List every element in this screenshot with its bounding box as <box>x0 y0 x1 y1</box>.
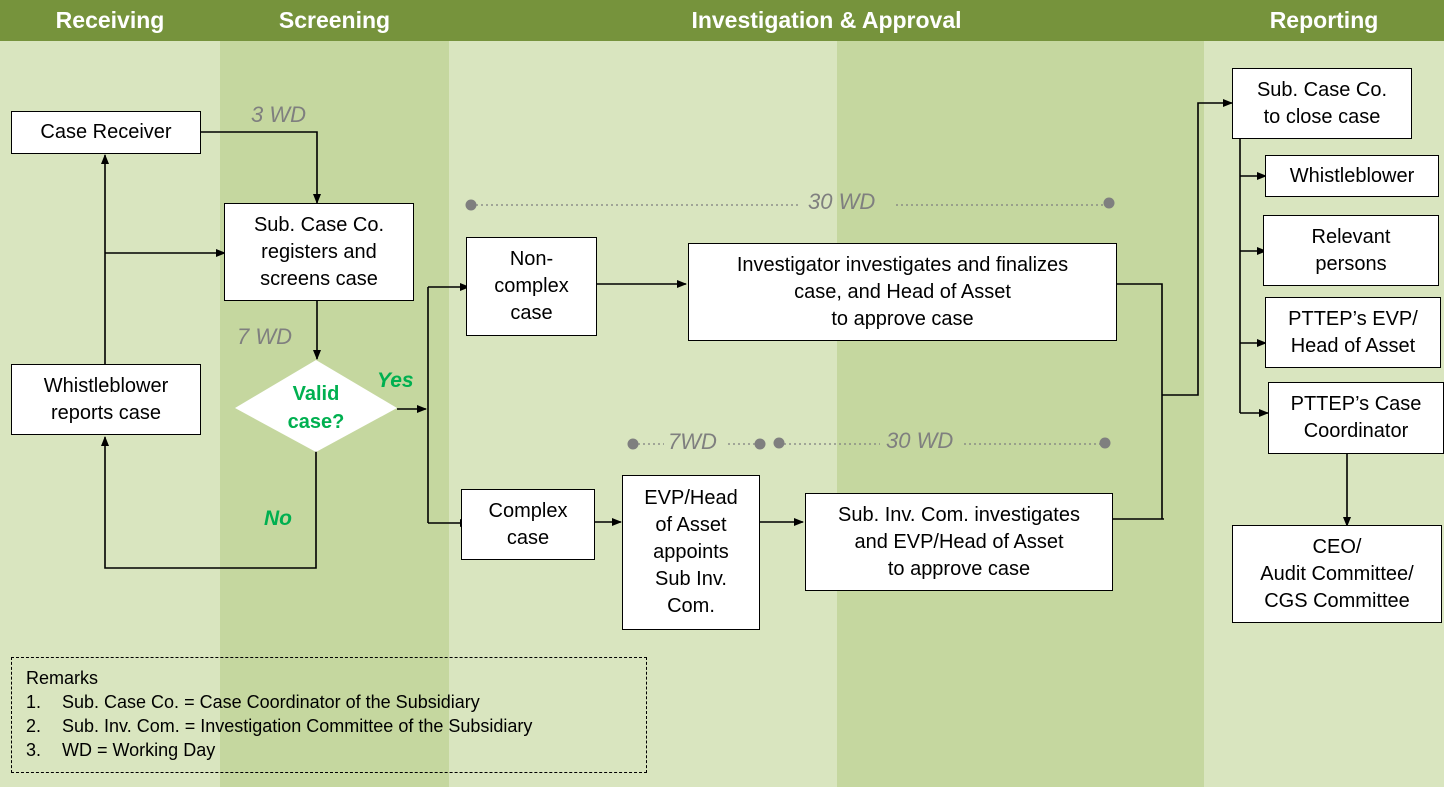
lane-title-reporting: Reporting <box>1269 7 1379 33</box>
lane-investigation-bg-1 <box>449 0 837 787</box>
ceo-box: CEO/ Audit Committee/ CGS Committee <box>1232 525 1442 623</box>
pttep-evp-box: PTTEP’s EVP/ Head of Asset <box>1265 297 1441 368</box>
remarks-item-number: 2. <box>26 716 42 736</box>
pttep-case-co-box: PTTEP’s Case Coordinator <box>1268 382 1444 454</box>
remarks-item-number: 1. <box>26 692 42 712</box>
close-case-box: Sub. Case Co. to close case <box>1232 68 1412 139</box>
remarks-item: 3. WD = Working Day <box>26 738 632 762</box>
sub-inv-com-box: Sub. Inv. Com. investigates and EVP/Head… <box>805 493 1113 591</box>
lane-title-receiving: Receiving <box>55 7 165 33</box>
no-label: No <box>264 507 292 530</box>
yes-label: Yes <box>377 369 414 392</box>
valid-case-diamond <box>235 360 397 452</box>
header-bar <box>0 0 1444 41</box>
non-complex-box: Non- complex case <box>466 237 597 336</box>
whistleblower-reports-box: Whistleblower reports case <box>11 364 201 435</box>
whistleblower-report-box: Whistleblower <box>1265 155 1439 197</box>
timing-label-7wd-bottom: 7WD <box>668 429 717 454</box>
remarks-box: Remarks 1. Sub. Case Co. = Case Coordinat… <box>11 657 647 773</box>
evp-appoints-box: EVP/Head of Asset appoints Sub Inv. Com. <box>622 475 760 630</box>
lane-title-investigation: Investigation & Approval <box>691 7 962 33</box>
lane-investigation-bg-2 <box>837 0 1204 787</box>
remarks-item-text: Sub. Case Co. = Case Coordinator of the … <box>62 692 480 712</box>
remarks-item-text: Sub. Inv. Com. = Investigation Committee… <box>62 716 533 736</box>
arrow-receiver-to-subcaseco <box>200 131 321 204</box>
line-investigator-out <box>1116 283 1163 519</box>
timing-dot <box>1103 197 1115 209</box>
valid-case-label: Valid case? <box>287 383 345 433</box>
remarks-item-number: 3. <box>26 740 42 760</box>
arrow-no-loop <box>101 436 317 569</box>
remarks-item: 2. Sub. Inv. Com. = Investigation Committ… <box>26 714 632 738</box>
remarks-item-text: WD = Working Day <box>62 740 216 760</box>
timing-dot <box>1099 437 1111 449</box>
remarks-item: 1. Sub. Case Co. = Case Coordinator of th… <box>26 690 632 714</box>
remarks-title: Remarks <box>26 668 99 688</box>
timing-dot <box>627 438 639 450</box>
timing-dot <box>754 438 766 450</box>
lane-title-screening: Screening <box>278 7 391 33</box>
timing-label-30wd-top: 30 WD <box>808 189 876 214</box>
complex-box: Complex case <box>461 489 595 560</box>
timing-dot <box>465 199 477 211</box>
timing-label-30wd-bottom: 30 WD <box>886 428 954 453</box>
timing-label-7wd: 7 WD <box>237 324 292 349</box>
case-receiver-box: Case Receiver <box>11 111 201 154</box>
timing-dot <box>773 437 785 449</box>
arrow-merge-to-close <box>1162 99 1233 396</box>
sub-case-co-registers-box: Sub. Case Co. registers and screens case <box>224 203 414 301</box>
timing-label-3wd: 3 WD <box>251 102 306 127</box>
relevant-persons-box: Relevant persons <box>1263 215 1439 286</box>
investigator-box: Investigator investigates and finalizes … <box>688 243 1117 341</box>
